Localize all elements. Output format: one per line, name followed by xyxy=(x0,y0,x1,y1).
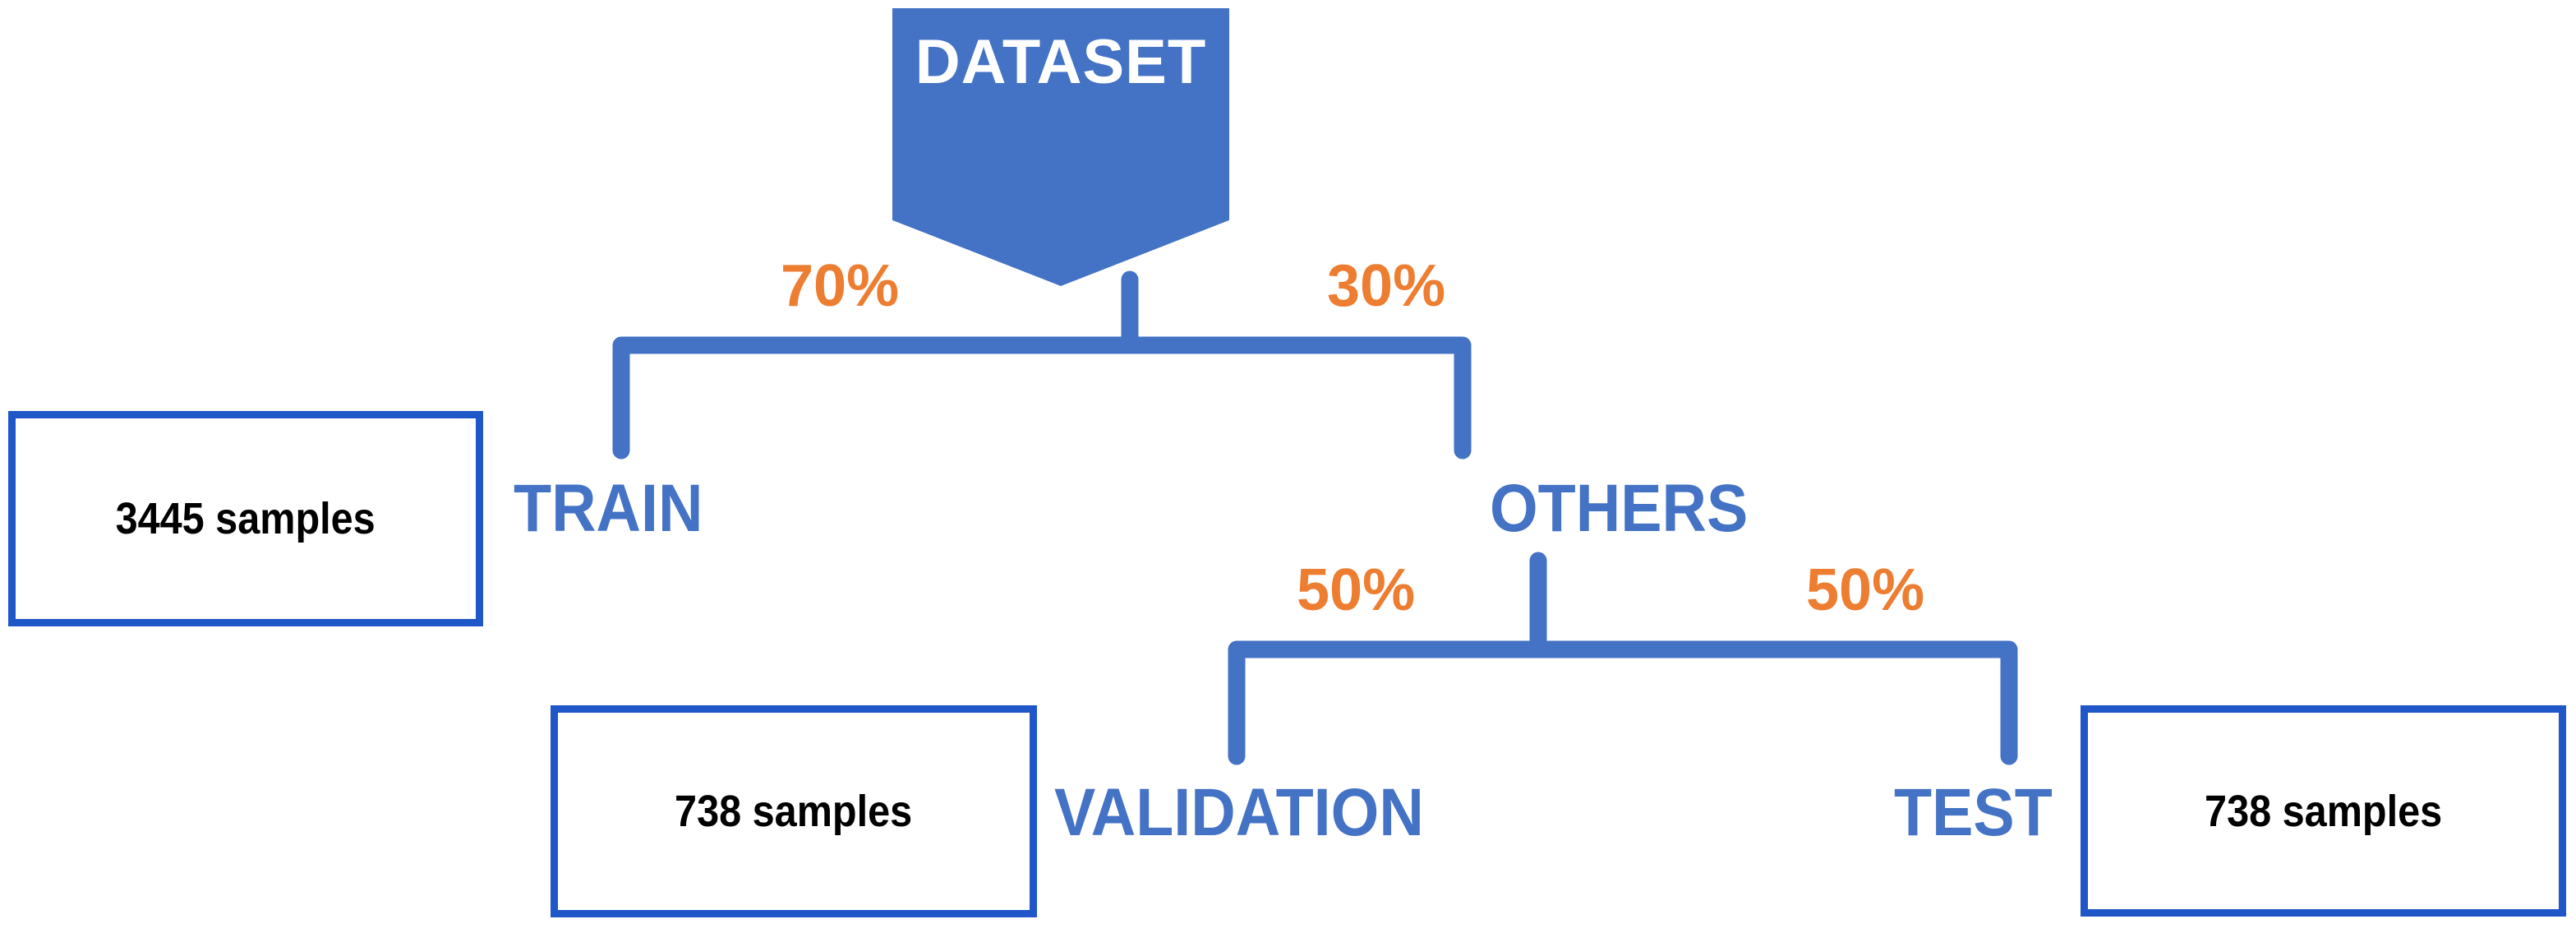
edge-label-others-percent: 30% xyxy=(1327,253,1446,319)
node-validation-label[interactable]: VALIDATION xyxy=(1054,775,1424,850)
sample-box-test-label: 738 samples xyxy=(2204,786,2443,836)
node-dataset-label: DATASET xyxy=(915,27,1207,97)
sample-box-validation: 738 samples xyxy=(551,705,1037,917)
sample-box-validation-label: 738 samples xyxy=(675,787,913,836)
edge-label-test-percent: 50% xyxy=(1806,557,1925,623)
node-test-label[interactable]: TEST xyxy=(1894,775,2053,850)
sample-box-train: 3445 samples xyxy=(8,411,483,626)
node-dataset[interactable]: DATASET xyxy=(892,8,1229,286)
node-others-label[interactable]: OTHERS xyxy=(1490,471,1749,546)
node-train-label[interactable]: TRAIN xyxy=(514,471,703,546)
edge-label-validation-percent: 50% xyxy=(1297,557,1416,623)
edge-label-train-percent: 70% xyxy=(781,253,900,319)
sample-box-train-label: 3445 samples xyxy=(115,494,376,543)
sample-box-test: 738 samples xyxy=(2081,705,2566,917)
